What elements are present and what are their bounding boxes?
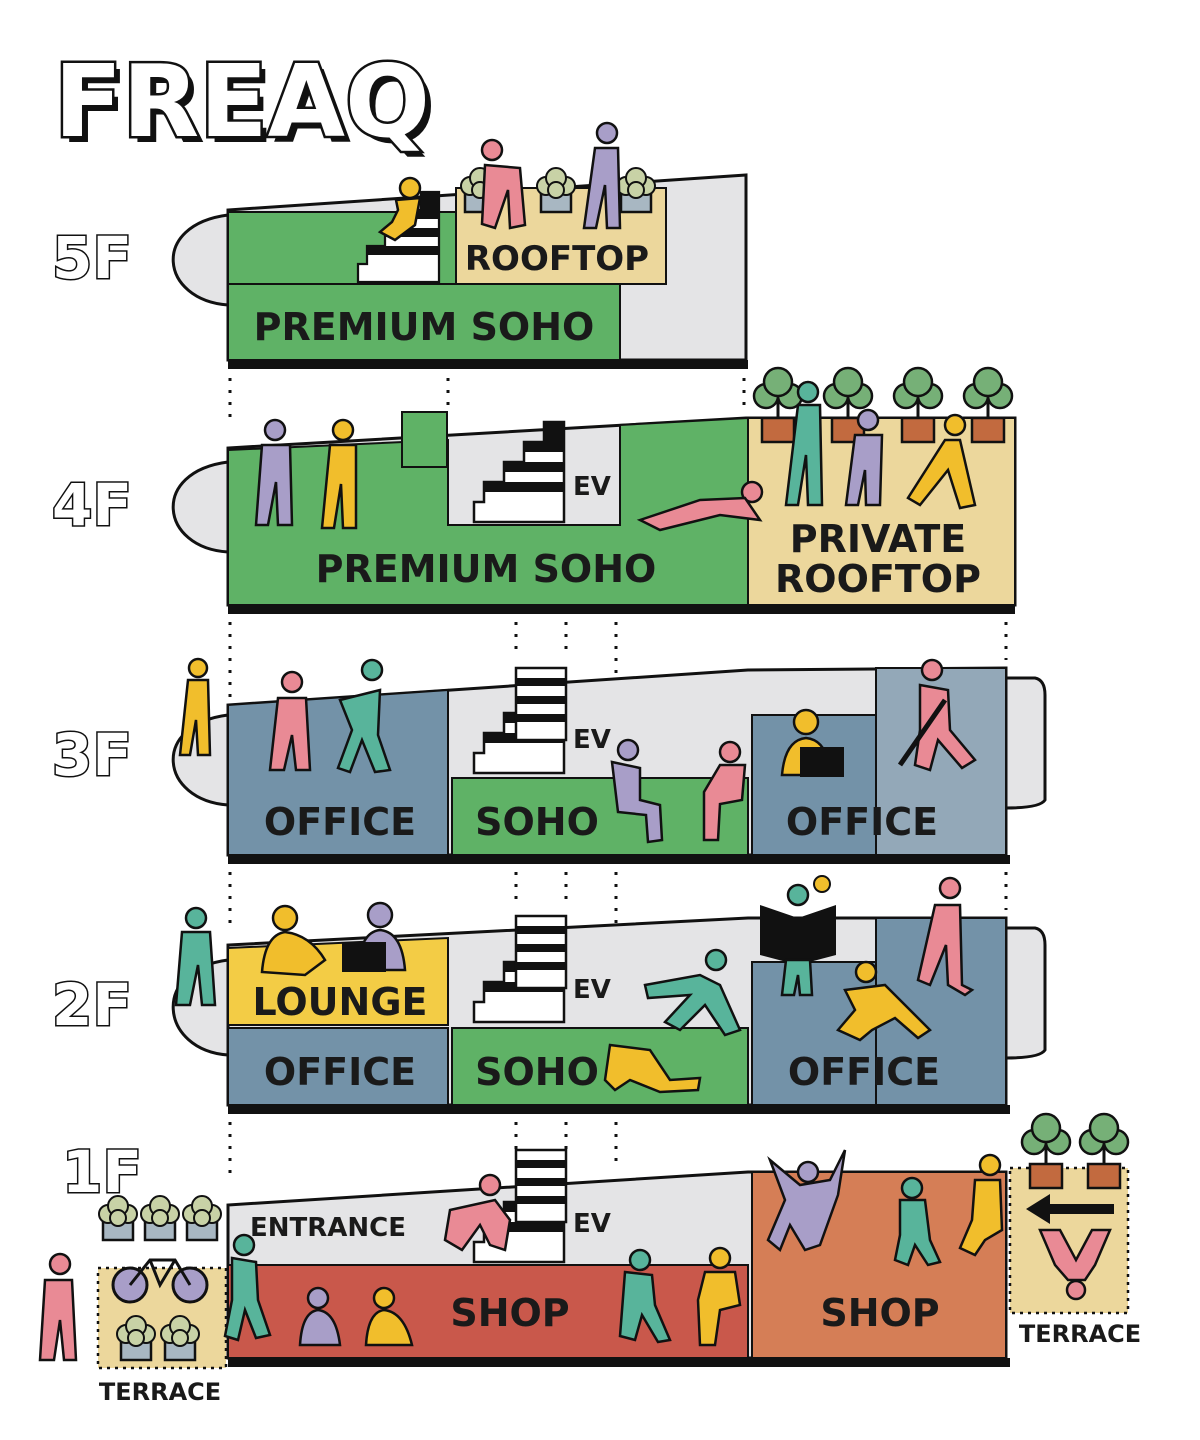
floor-1f: EV ENTRANCE SHOP SHOP TERRACE TERRACE [38,1112,1141,1406]
column-lines [228,872,1008,930]
person-icon [480,138,527,230]
person-icon [268,670,312,772]
floor-3f: EV OFFICE SOHO OFFICE [171,657,1047,864]
book-icon [760,905,836,965]
person-icon [443,1173,512,1252]
floor-label-2f: 2F [52,971,132,1039]
person-icon [835,960,932,1042]
tree-icon [1078,1112,1130,1190]
person-icon [377,176,422,242]
label-1f-shop-left: SHOP [450,1291,569,1335]
label-2f-office-right: OFFICE [788,1050,940,1094]
label-2f-ev: EV [573,975,611,1005]
room-5f-premium-soho [227,283,621,361]
label-4f-private-rooftop-1: PRIVATE [790,517,966,561]
label-1f-shop-right: SHOP [820,1291,939,1335]
floor-5f: ROOFTOP PREMIUM SOHO [171,121,748,369]
floor-label-1f: 1F [62,1138,142,1206]
person-icon [643,948,742,1037]
laptop-icon [342,942,386,972]
bicycle-icon [111,1258,209,1304]
person-icon [766,1149,847,1253]
column-lines [228,622,1008,698]
label-1f-terrace-right: TERRACE [1019,1320,1141,1348]
label-4f-premium-soho: PREMIUM SOHO [316,547,657,591]
column-lines [228,378,746,418]
person-icon [1038,1228,1112,1301]
room-2f-soho [451,1027,749,1106]
label-2f-soho: SOHO [475,1050,599,1094]
logo: FREAQ FREAQ [52,41,437,167]
person-icon [696,1246,742,1347]
floor-label-3f: 3F [52,721,132,789]
person-icon [178,657,212,757]
person-icon [916,876,975,997]
svg-text:FREAQ: FREAQ [60,49,436,166]
tree-icon [1020,1112,1072,1190]
label-5f-rooftop: ROOFTOP [465,239,649,279]
person-icon [784,380,824,507]
label-2f-lounge: LOUNGE [253,980,428,1024]
person-icon [336,658,392,774]
tree-icon [892,366,944,444]
label-1f-entrance: ENTRANCE [250,1213,406,1243]
person-icon [174,906,217,1007]
person-icon [844,408,884,507]
person-icon [223,1233,272,1342]
person-icon [254,418,294,527]
person-icon [582,121,622,230]
label-4f-private-rooftop-2: ROOFTOP [775,557,981,601]
person-icon [320,418,358,530]
tree-icon [962,366,1014,444]
pen-icon [897,698,948,767]
room-3f-office-right-a [751,714,877,856]
plant-icon [615,166,657,214]
plant-icon [535,166,577,214]
person-icon [636,480,764,532]
label-2f-office-left: OFFICE [264,1050,416,1094]
plant-icon [139,1194,181,1242]
person-icon [603,1043,702,1094]
label-1f-ev: EV [573,1209,611,1239]
plant-icon [181,1194,223,1242]
person-icon [958,1153,1004,1257]
tree-icon [822,366,874,444]
person-icon [913,658,977,772]
person-icon [38,1252,78,1362]
laptop-icon [800,747,844,777]
label-3f-office-right: OFFICE [786,800,938,844]
person-icon [893,1176,942,1267]
label-5f-premium-soho: PREMIUM SOHO [254,305,595,349]
person-icon [610,738,664,844]
floor-label-4f: 4F [52,471,132,539]
person-icon [298,1286,342,1347]
arrow-left-icon [1026,1194,1114,1224]
person-icon [364,1286,414,1347]
label-3f-ev: EV [573,725,611,755]
column-lines [228,1122,618,1180]
floor-label-5f: 5F [52,224,132,292]
stairs-icon [401,411,448,468]
person-icon [260,904,327,977]
person-icon [702,740,747,842]
room-3f-soho [451,777,749,856]
person-icon [906,413,977,510]
label-3f-soho: SOHO [475,800,599,844]
person-icon [780,883,814,997]
lightbulb-icon [813,875,831,893]
floor-4f: EV PREMIUM SOHO PRIVATE ROOFTOP [171,366,1017,614]
label-4f-ev: EV [573,472,611,502]
svg-text:FREAQ: FREAQ [54,43,430,160]
label-1f-terrace-left: TERRACE [99,1378,221,1406]
floor-2f: EV LOUNGE OFFICE SOHO OFFICE [171,875,1047,1114]
person-icon [618,1248,672,1344]
room-2f-office-left [227,1027,449,1106]
label-3f-office-left: OFFICE [264,800,416,844]
